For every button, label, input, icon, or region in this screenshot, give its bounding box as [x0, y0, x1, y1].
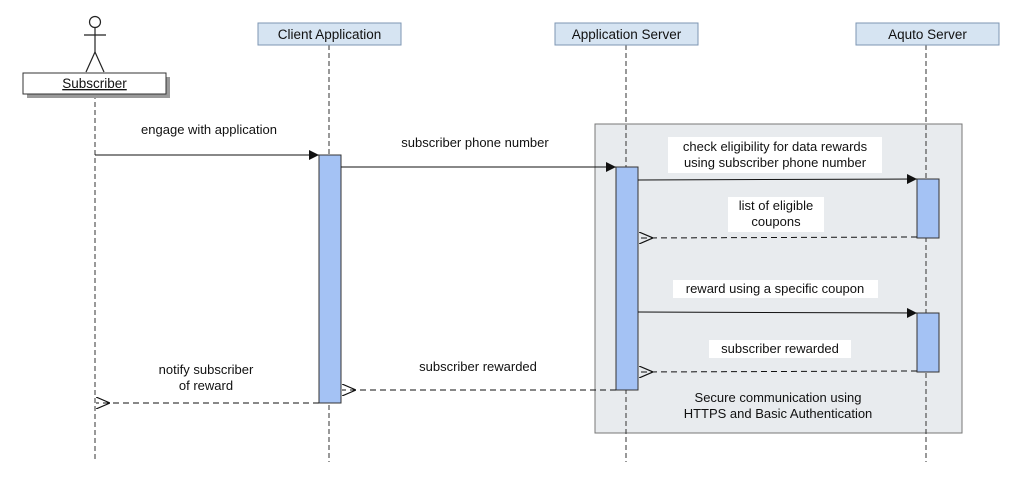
phone-label: subscriber phone number — [401, 135, 549, 150]
check-label-bg — [668, 137, 882, 173]
app-server-header-label: Application Server — [572, 27, 682, 42]
engage-label: engage with application — [141, 122, 277, 137]
coupons-label-line2: coupons — [751, 214, 801, 229]
aquto-header — [855, 22, 1000, 46]
notify-label-line2: of reward — [179, 378, 233, 393]
stick-figure-icon — [84, 15, 106, 73]
client-header-label: Client Application — [278, 27, 382, 42]
reward-coupon-label: reward using a specific coupon — [686, 281, 865, 296]
coupons-label-line1: list of eligible — [739, 198, 813, 213]
rewarded-aquto-label: subscriber rewarded — [721, 341, 839, 356]
aquto-activation-2 — [916, 312, 940, 373]
subscriber-box — [22, 72, 167, 95]
coupons-arrow — [639, 237, 918, 238]
reward-coupon-arrow — [637, 307, 918, 318]
check-label-line1: check eligibility for data rewards — [683, 139, 868, 154]
notify-label-line1: notify subscriber — [159, 362, 254, 377]
check-arrow — [637, 174, 918, 185]
rewarded-aquto-arrow — [639, 371, 918, 372]
subscriber-label: Subscriber — [62, 76, 127, 91]
aquto-header-label: Aquto Server — [888, 27, 967, 42]
secure-region — [594, 123, 963, 434]
coupons-label-bg — [728, 197, 824, 232]
rewarded-aquto-label-bg — [709, 340, 851, 358]
check-label-line2: using subscriber phone number — [684, 155, 867, 170]
aquto-activation-1 — [916, 178, 940, 239]
note-line1: Secure communication using — [695, 390, 862, 405]
app-server-header — [554, 22, 699, 46]
rewarded-client-label: subscriber rewarded — [419, 359, 537, 374]
app-server-activation — [615, 166, 639, 391]
client-activation — [318, 154, 342, 404]
note-line2: HTTPS and Basic Authentication — [684, 406, 873, 421]
client-header — [257, 22, 402, 46]
reward-coupon-label-bg — [673, 280, 878, 298]
